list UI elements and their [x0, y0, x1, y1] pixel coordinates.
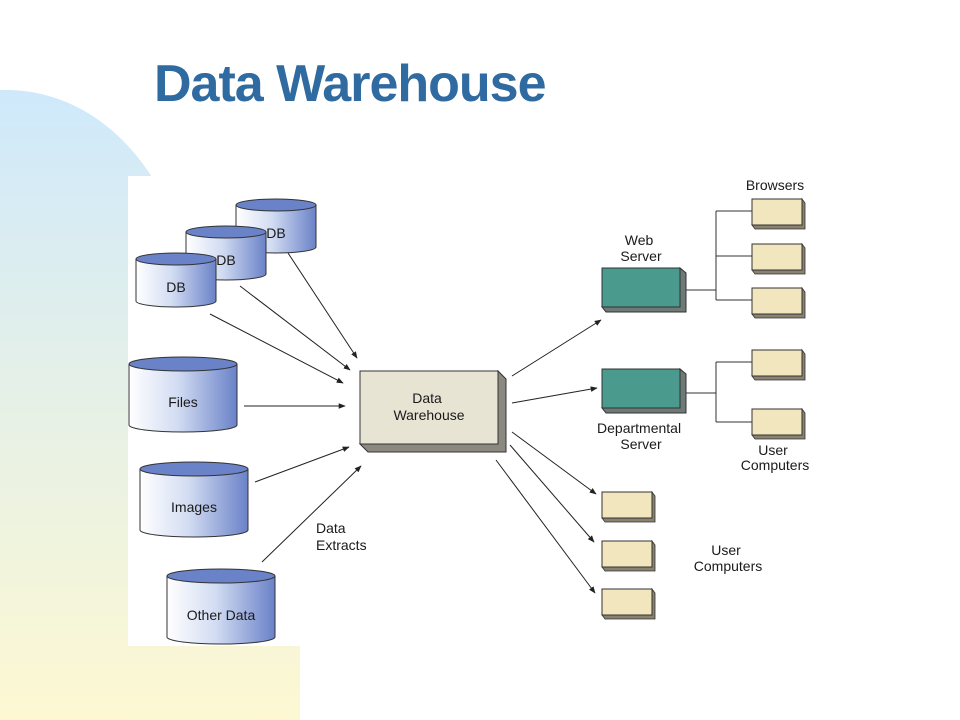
browser-computer-3: [751, 286, 806, 319]
data-warehouse-line-2: Warehouse: [393, 407, 464, 423]
web-server-line-2: Server: [620, 248, 662, 264]
departmental-user-computer-2: [751, 407, 806, 440]
departmental-user-computer-1: [751, 348, 806, 381]
user-computers-1-line-1: User: [758, 442, 788, 458]
user-computer-3: [601, 587, 656, 620]
browser-computer-1: [751, 197, 806, 230]
arrow-to-departmental-server: [511, 386, 598, 404]
user-computers-2-line-1: User: [711, 542, 741, 558]
arrow-db-back: [287, 252, 358, 359]
user-computers-1-line-2: Computers: [741, 457, 809, 473]
data-extracts-label: Data Extracts: [316, 520, 367, 553]
outbound-arrows: [495, 319, 602, 594]
images-label: Images: [171, 499, 217, 515]
other-data-cylinder: Other Data: [166, 568, 276, 645]
web-server-label: Web Server: [620, 232, 662, 264]
departmental-server-label: Departmental Server: [597, 420, 685, 452]
web-server-line-1: Web: [625, 232, 654, 248]
db-label-back: DB: [266, 225, 285, 241]
arrow-db-middle: [239, 285, 351, 371]
data-extracts-line-1: Data: [316, 520, 346, 536]
files-cylinder: Files: [128, 356, 238, 433]
browser-connectors: [686, 210, 752, 301]
arrow-images: [254, 446, 350, 483]
slide-title: Data Warehouse: [154, 55, 547, 113]
departmental-connectors: [686, 361, 752, 423]
user-computer-1: [601, 490, 656, 523]
files-label: Files: [168, 394, 198, 410]
data-warehouse-line-1: Data: [412, 390, 442, 406]
data-warehouse-box: Data Warehouse: [358, 369, 507, 453]
arrow-to-user-computer-2: [509, 444, 595, 543]
departmental-server-line-2: Server: [620, 436, 662, 452]
departmental-server-box: [600, 367, 687, 414]
user-computers-2-line-2: Computers: [694, 558, 762, 574]
data-warehouse-label: Data Warehouse: [393, 390, 464, 423]
inbound-arrows: [209, 252, 362, 563]
arrow-other-data: [261, 465, 362, 563]
data-extracts-line-2: Extracts: [316, 537, 367, 553]
departmental-server-line-1: Departmental: [597, 420, 681, 436]
images-cylinder: Images: [139, 461, 249, 538]
user-computers-label-2: User Computers: [694, 542, 762, 574]
db-label-middle: DB: [216, 252, 235, 268]
other-data-label: Other Data: [187, 607, 256, 623]
user-computer-2: [601, 539, 656, 572]
db-label-front: DB: [166, 279, 185, 295]
web-server-box: [600, 266, 687, 313]
browsers-label: Browsers: [746, 177, 804, 193]
arrow-to-user-computer-1: [511, 431, 597, 495]
browser-computer-2: [751, 242, 806, 275]
user-computers-label-1: User Computers: [741, 442, 809, 473]
arrow-to-web-server: [511, 319, 602, 377]
arrow-db-front: [209, 313, 344, 384]
arrow-to-user-computer-3: [495, 459, 596, 594]
db-cylinder-front: DB: [135, 252, 217, 308]
